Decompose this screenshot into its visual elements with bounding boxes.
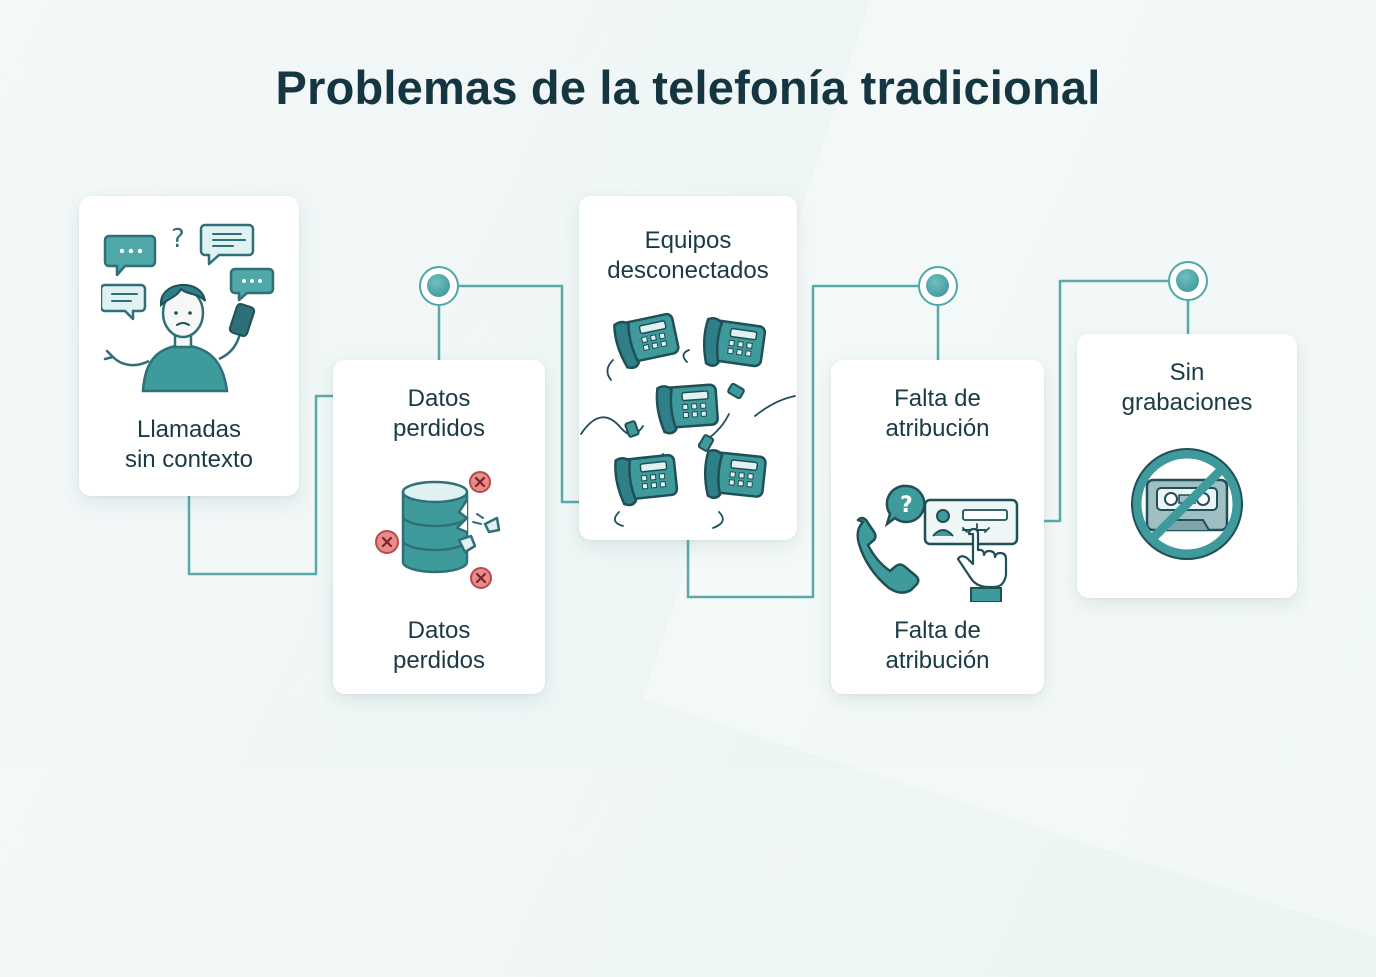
node-dot-1 xyxy=(419,266,459,306)
card-llamadas-sin-contexto: ? Llamadas sin contexto xyxy=(79,196,299,496)
connector-3-4 xyxy=(686,284,918,599)
svg-text:?: ? xyxy=(900,493,913,518)
card-2-top-label: Datos perdidos xyxy=(392,385,486,442)
phone-question-id-card-icon: ? xyxy=(856,484,1019,602)
card-equipos-desconectados: Equipos desconectados xyxy=(579,196,797,540)
card-datos-perdidos: Datos perdidos Datos perdidos xyxy=(333,360,545,694)
connector-1-2 xyxy=(187,394,333,576)
svg-text:?: ? xyxy=(171,224,185,254)
card-sin-grabaciones: Sin grabaciones xyxy=(1077,334,1297,598)
page-title: Problemas de la telefonía tradicional xyxy=(275,61,1101,114)
card-2-bottom-label: Datos perdidos xyxy=(392,617,486,674)
card-4-top-label: Falta de atribución xyxy=(885,385,990,442)
node-dot-2 xyxy=(918,266,958,306)
card-3-label: Equipos desconectados xyxy=(607,227,769,284)
disconnected-phones-icon xyxy=(580,310,796,529)
broken-database-icon xyxy=(375,471,501,589)
card-1-label: Llamadas sin contexto xyxy=(124,416,254,473)
confused-person-icon: ? xyxy=(101,223,275,393)
no-cassette-recording-icon xyxy=(1131,448,1243,560)
connector-node-3 xyxy=(459,284,579,504)
connector-4-5 xyxy=(1044,279,1168,523)
card-4-bottom-label: Falta de atribución xyxy=(885,617,990,674)
card-falta-de-atribucion: Falta de atribución ? Falta de atribució… xyxy=(831,360,1044,694)
card-5-label: Sin grabaciones xyxy=(1121,359,1253,416)
connector-lines xyxy=(187,279,1190,599)
node-dot-3 xyxy=(1168,261,1208,301)
